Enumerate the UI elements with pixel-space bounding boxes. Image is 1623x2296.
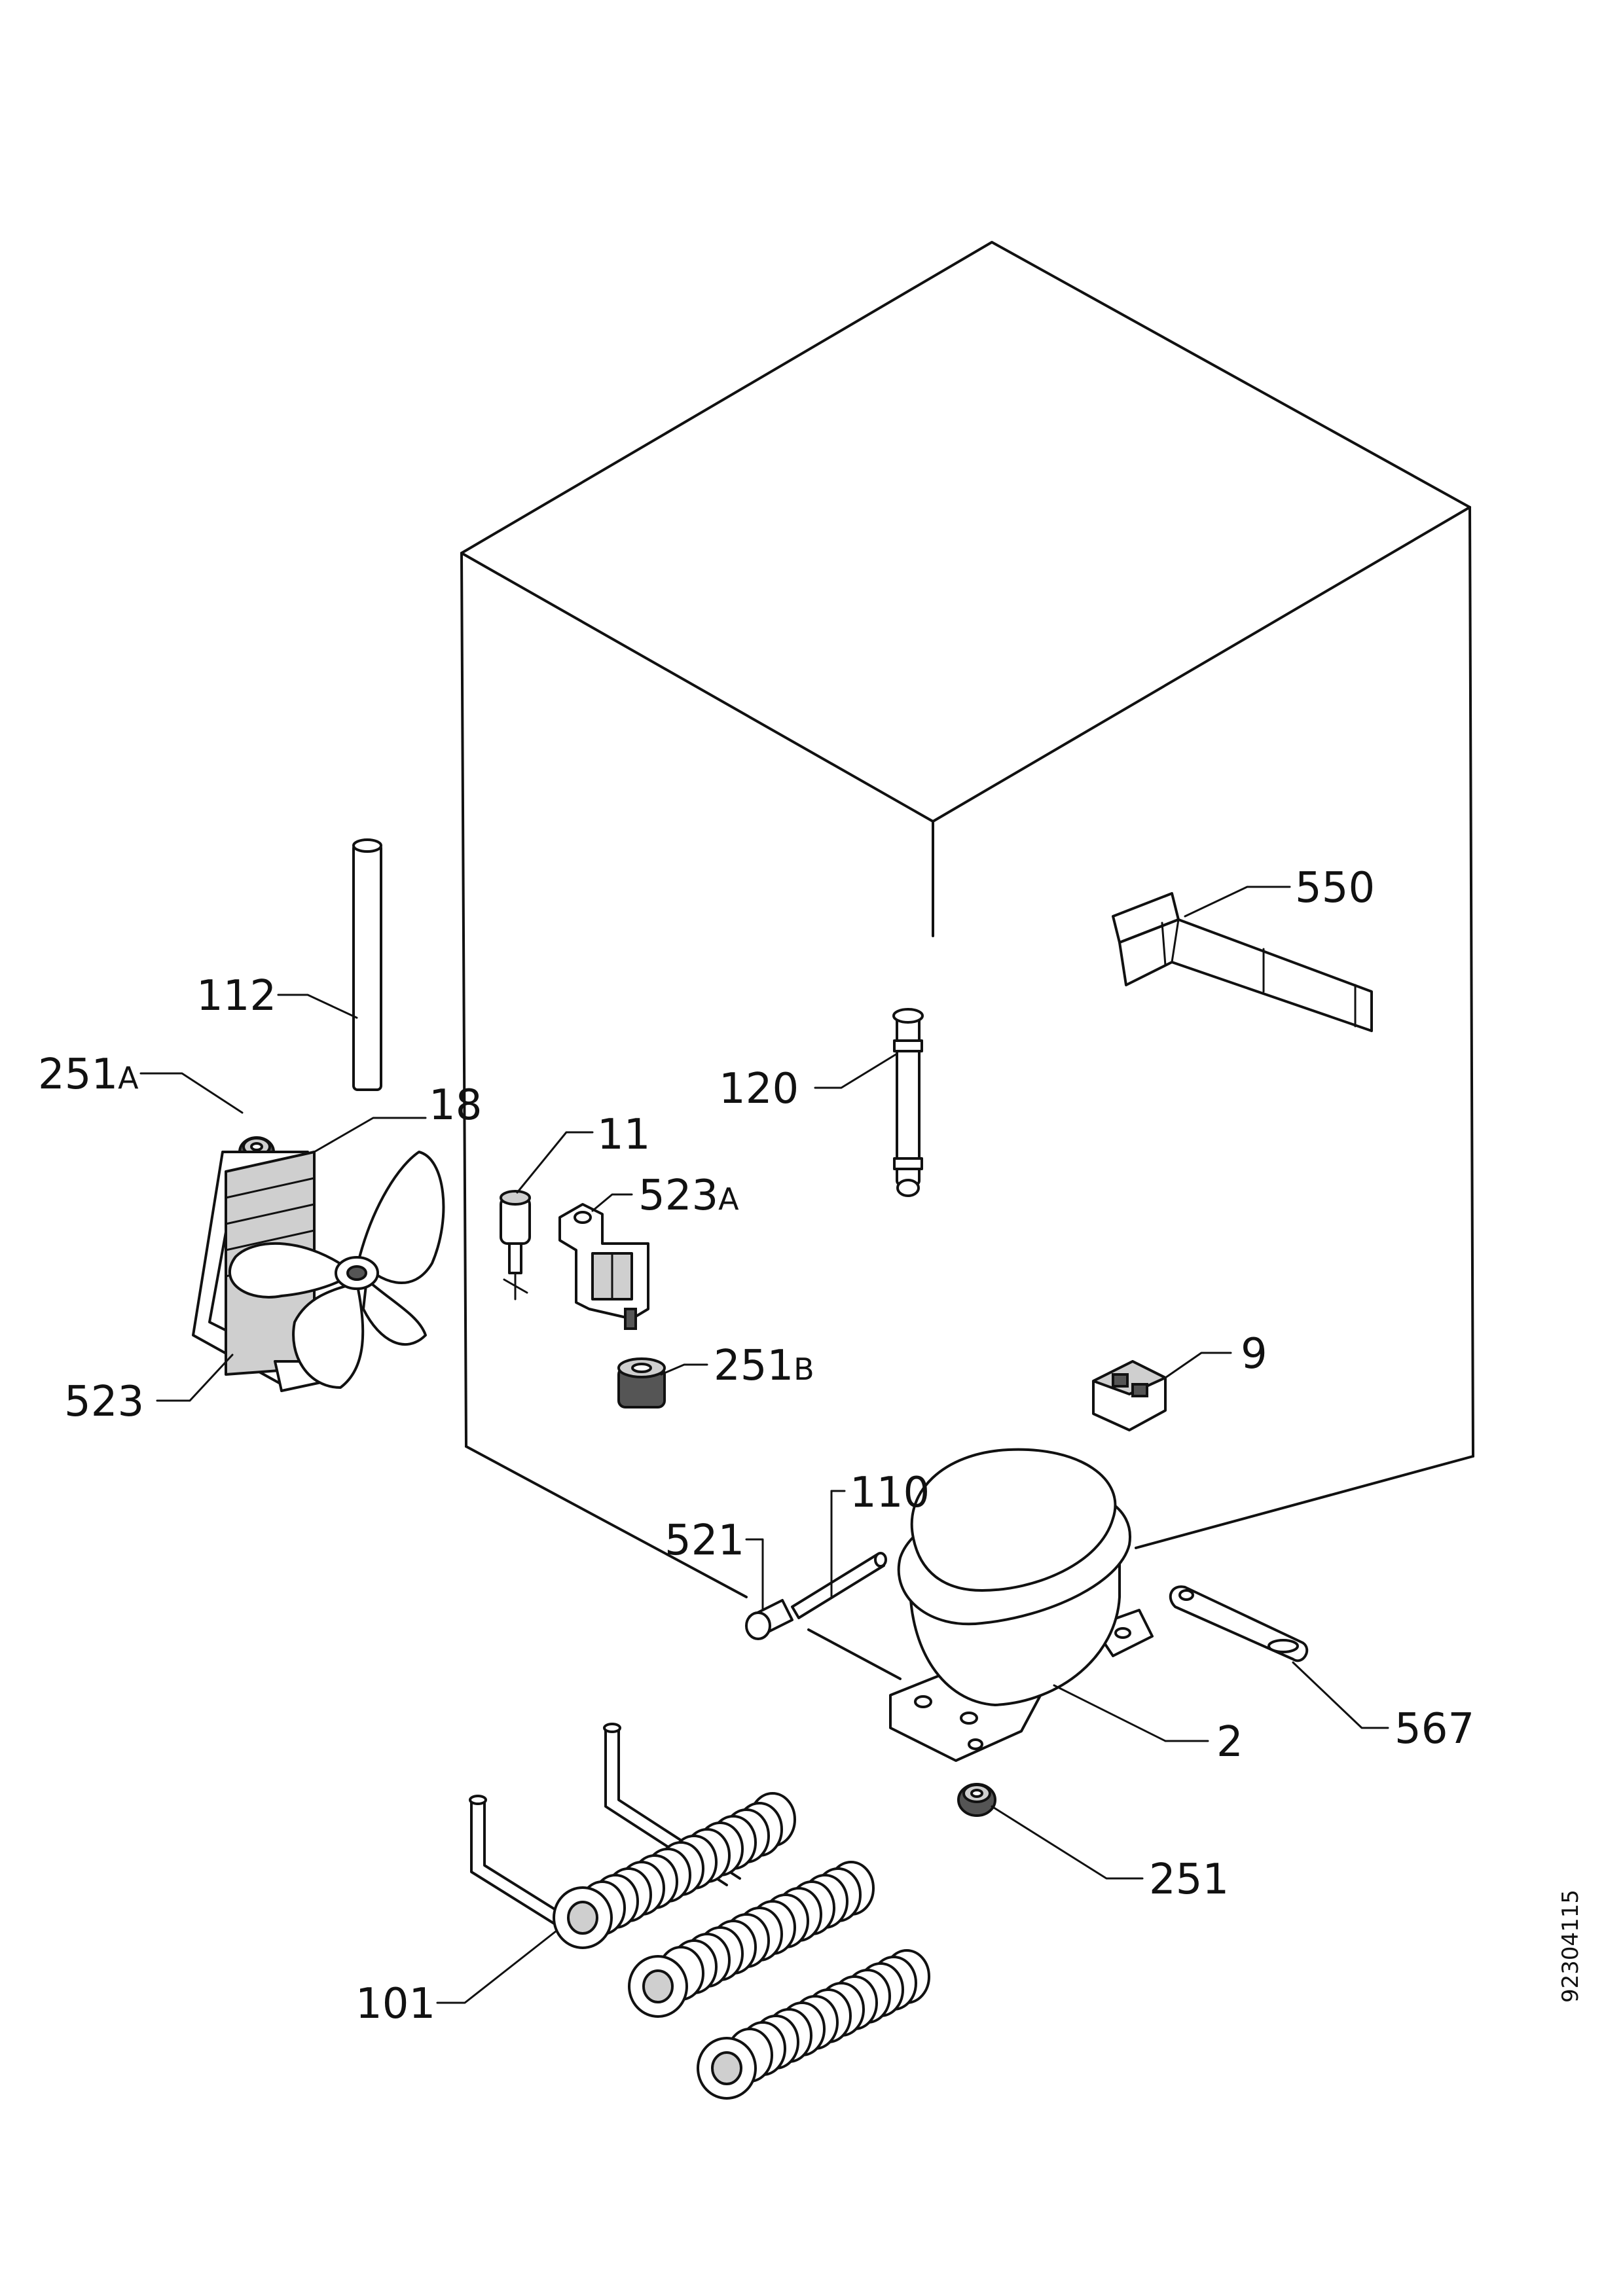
part-label-110: 110 — [850, 1469, 930, 1517]
part-label-120: 120 — [719, 1065, 799, 1113]
part-120-shaft — [892, 1008, 924, 1197]
part-11-component — [500, 1190, 531, 1300]
part-label-101: 101 — [356, 1980, 435, 2028]
part-110-pin — [791, 1552, 887, 1619]
part-523-fan-motor — [192, 1151, 445, 1392]
part-9-relay — [1092, 1360, 1167, 1431]
part-label-2: 2 — [1216, 1718, 1243, 1767]
cabinet-outline — [460, 241, 1474, 1680]
part-101-condenser-coil — [469, 1723, 930, 2100]
part-112-tube — [352, 838, 382, 1091]
part-label-523: 523 — [64, 1378, 144, 1426]
drawing-code: 92304115 — [1558, 1890, 1584, 2003]
part-label-9: 9 — [1241, 1330, 1267, 1378]
part-251b-bushing — [617, 1357, 666, 1408]
part-label-112: 112 — [196, 972, 276, 1020]
part-label-18: 18 — [429, 1081, 482, 1130]
part-labels: 550 112 120 251A 18 11 523A 9 251B 523 1… — [38, 864, 1474, 2028]
leader-lines — [139, 886, 1389, 2004]
part-567-strip — [1169, 1585, 1309, 1662]
part-550-bracket — [1112, 892, 1373, 1032]
part-label-521: 521 — [665, 1516, 744, 1565]
part-label-251a: 251A — [38, 1050, 139, 1099]
part-521-cap — [745, 1599, 793, 1640]
part-523a-bracket — [558, 1203, 649, 1330]
part-label-11: 11 — [597, 1111, 650, 1159]
part-2-compressor — [889, 1448, 1154, 1762]
part-251-grommet — [957, 1783, 996, 1817]
part-label-567: 567 — [1395, 1705, 1474, 1753]
part-label-251b: 251B — [714, 1342, 814, 1390]
part-label-251: 251 — [1149, 1856, 1229, 1904]
part-label-523a: 523A — [638, 1172, 739, 1220]
part-label-550: 550 — [1295, 864, 1375, 912]
